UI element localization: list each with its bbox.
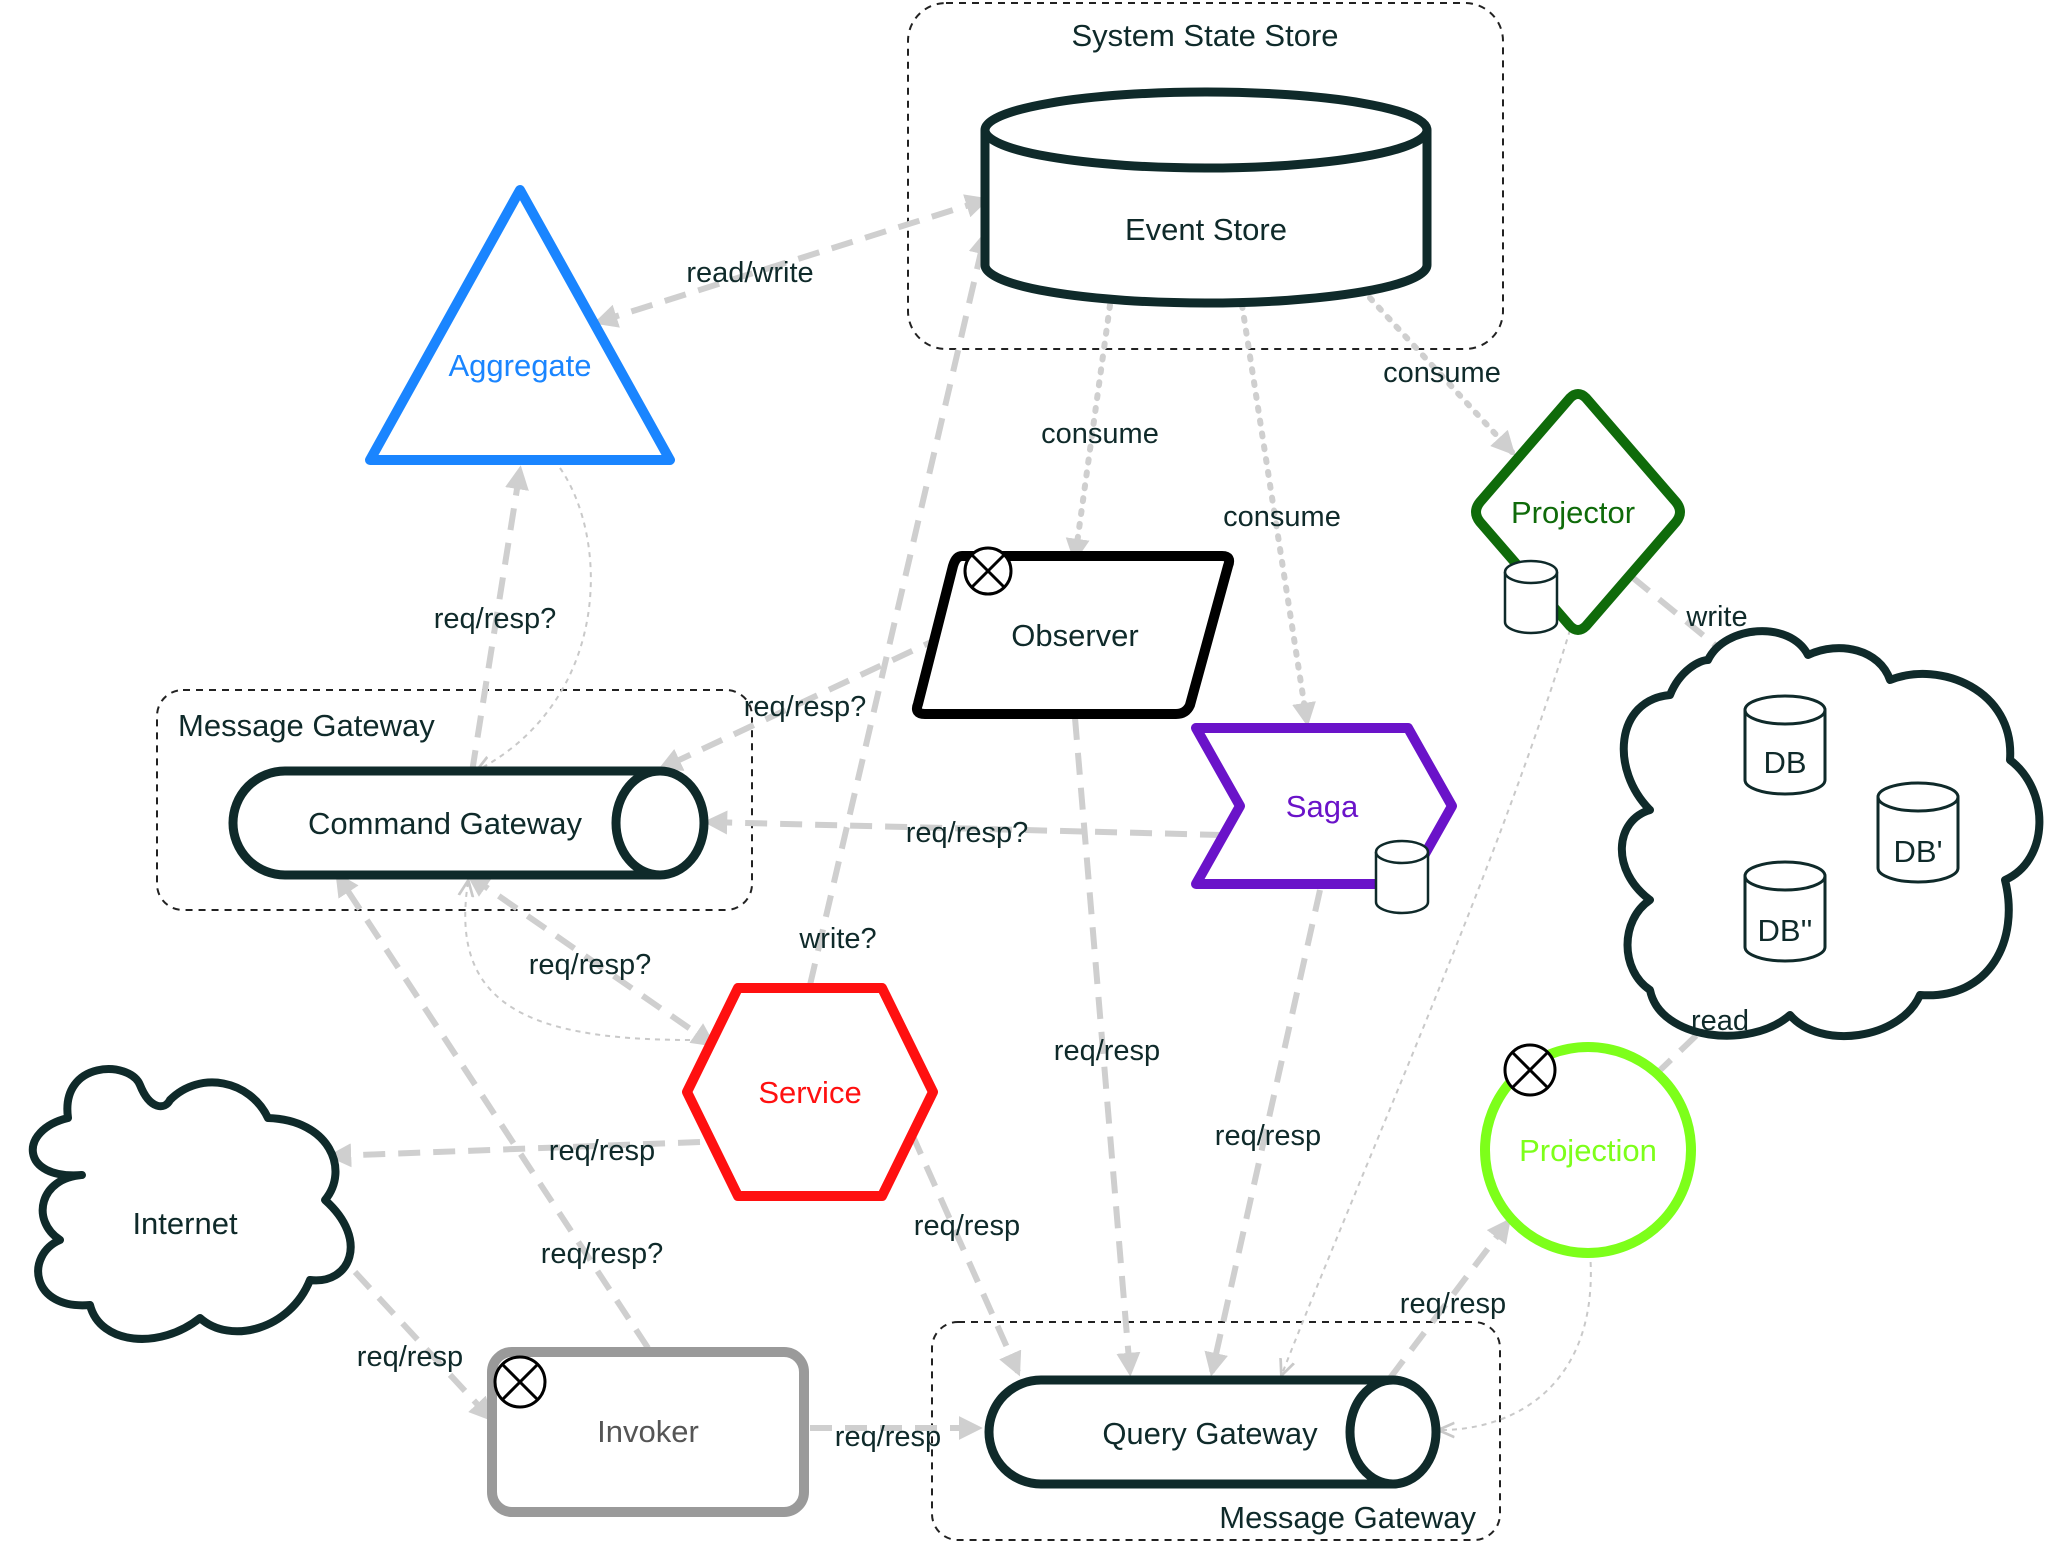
aggregate-node[interactable]: Aggregate — [365, 185, 675, 465]
edge-invoker-cmdgw — [335, 871, 651, 1350]
db-double-prime-label: DB'' — [1758, 913, 1813, 948]
invoker-node[interactable]: Invoker — [487, 1347, 809, 1517]
saga-db-icon — [1374, 839, 1430, 915]
edge-saga-cmdgw — [703, 810, 1223, 838]
db-double-prime-node[interactable]: DB'' — [1743, 860, 1827, 963]
db-node[interactable]: DB — [1743, 694, 1827, 796]
system-state-store-title: System State Store — [1071, 18, 1338, 53]
db-prime-label: DB' — [1894, 834, 1943, 869]
edge-cmdgw-aggregate — [469, 465, 529, 773]
saga-label: Saga — [1286, 789, 1359, 824]
label-req-resp-saga-query: req/resp — [1215, 1120, 1321, 1152]
label-req-resp-service-query: req/resp — [914, 1210, 1020, 1242]
message-gateway-top-group: Message Gateway — [156, 689, 753, 911]
projector-db-icon — [1503, 559, 1559, 635]
edge-service-internet — [327, 1139, 701, 1168]
projector-node[interactable]: Projector — [1471, 389, 1685, 635]
label-consume-saga: consume — [1223, 501, 1341, 533]
message-gateway-bottom-title: Message Gateway — [1219, 1500, 1476, 1535]
label-req-resp-internet: req/resp — [549, 1135, 655, 1167]
internet-node[interactable]: Internet — [28, 1065, 355, 1343]
label-req-resp-service-cmd: req/resp? — [529, 949, 652, 981]
label-req-resp-invoker-query: req/resp — [835, 1421, 941, 1453]
label-consume-projector: consume — [1383, 357, 1501, 389]
message-gateway-top-title: Message Gateway — [178, 708, 435, 743]
observer-label: Observer — [1011, 618, 1138, 653]
edge-service-eventstore — [807, 230, 993, 986]
aggregate-label: Aggregate — [448, 348, 591, 383]
invoker-timer-icon — [493, 1355, 547, 1409]
observer-node[interactable]: Observer — [911, 546, 1235, 719]
label-req-resp-observer: req/resp? — [744, 691, 867, 723]
db-prime-node[interactable]: DB' — [1876, 781, 1960, 884]
edge-service-querygw — [909, 1132, 1022, 1377]
projection-timer-icon — [1503, 1043, 1557, 1097]
internet-label: Internet — [132, 1206, 238, 1241]
label-req-resp-saga: req/resp? — [906, 817, 1029, 849]
edge-eventstore-projector — [1367, 295, 1516, 456]
invoker-label: Invoker — [597, 1414, 699, 1449]
system-state-store-group: System State Store — [907, 2, 1504, 350]
edge-observer-querygw — [1072, 717, 1141, 1377]
edge-aggregate-cmdgw-thin — [478, 467, 592, 770]
edge-labels: read/write consume consume consume write… — [357, 257, 1749, 1453]
observer-timer-icon — [963, 546, 1013, 596]
edge-saga-querygw — [1204, 889, 1323, 1377]
projection-node[interactable]: Projection — [1480, 1042, 1696, 1258]
label-req-resp-invoker-cmd: req/resp? — [541, 1238, 664, 1270]
message-gateway-bottom-group: Message Gateway — [931, 1321, 1501, 1541]
projection-label: Projection — [1519, 1133, 1657, 1168]
service-node[interactable]: Service — [682, 983, 938, 1201]
label-read-write: read/write — [686, 257, 813, 289]
query-gateway-label: Query Gateway — [1102, 1416, 1318, 1451]
edge-eventstore-observer — [1065, 302, 1113, 563]
label-write-db: write — [1685, 601, 1747, 633]
edge-observer-cmdgw — [657, 633, 946, 771]
db-label: DB — [1763, 745, 1806, 780]
label-req-resp-observer-query: req/resp — [1054, 1035, 1160, 1067]
edge-service-cmdgw-thin — [465, 882, 691, 1041]
event-store-node[interactable]: Event Store — [980, 87, 1432, 308]
db-cloud — [1617, 627, 2044, 1040]
saga-node[interactable]: Saga — [1191, 723, 1457, 915]
edge-cmdgw-service — [466, 873, 716, 1047]
label-req-resp-aggregate: req/resp? — [434, 603, 557, 635]
projector-label: Projector — [1511, 495, 1635, 530]
label-req-resp-internet-invoker: req/resp — [357, 1341, 463, 1373]
label-write-service: write? — [798, 923, 876, 955]
edge-eventstore-saga — [1239, 302, 1316, 727]
event-store-label: Event Store — [1125, 212, 1287, 247]
label-consume-observer: consume — [1041, 418, 1159, 450]
service-label: Service — [758, 1075, 861, 1110]
label-req-resp-projection: req/resp — [1400, 1288, 1506, 1320]
query-gateway-node[interactable]: Query Gateway — [984, 1375, 1441, 1489]
label-read-db: read — [1691, 1005, 1749, 1037]
command-gateway-node[interactable]: Command Gateway — [228, 766, 709, 880]
command-gateway-label: Command Gateway — [308, 806, 582, 841]
